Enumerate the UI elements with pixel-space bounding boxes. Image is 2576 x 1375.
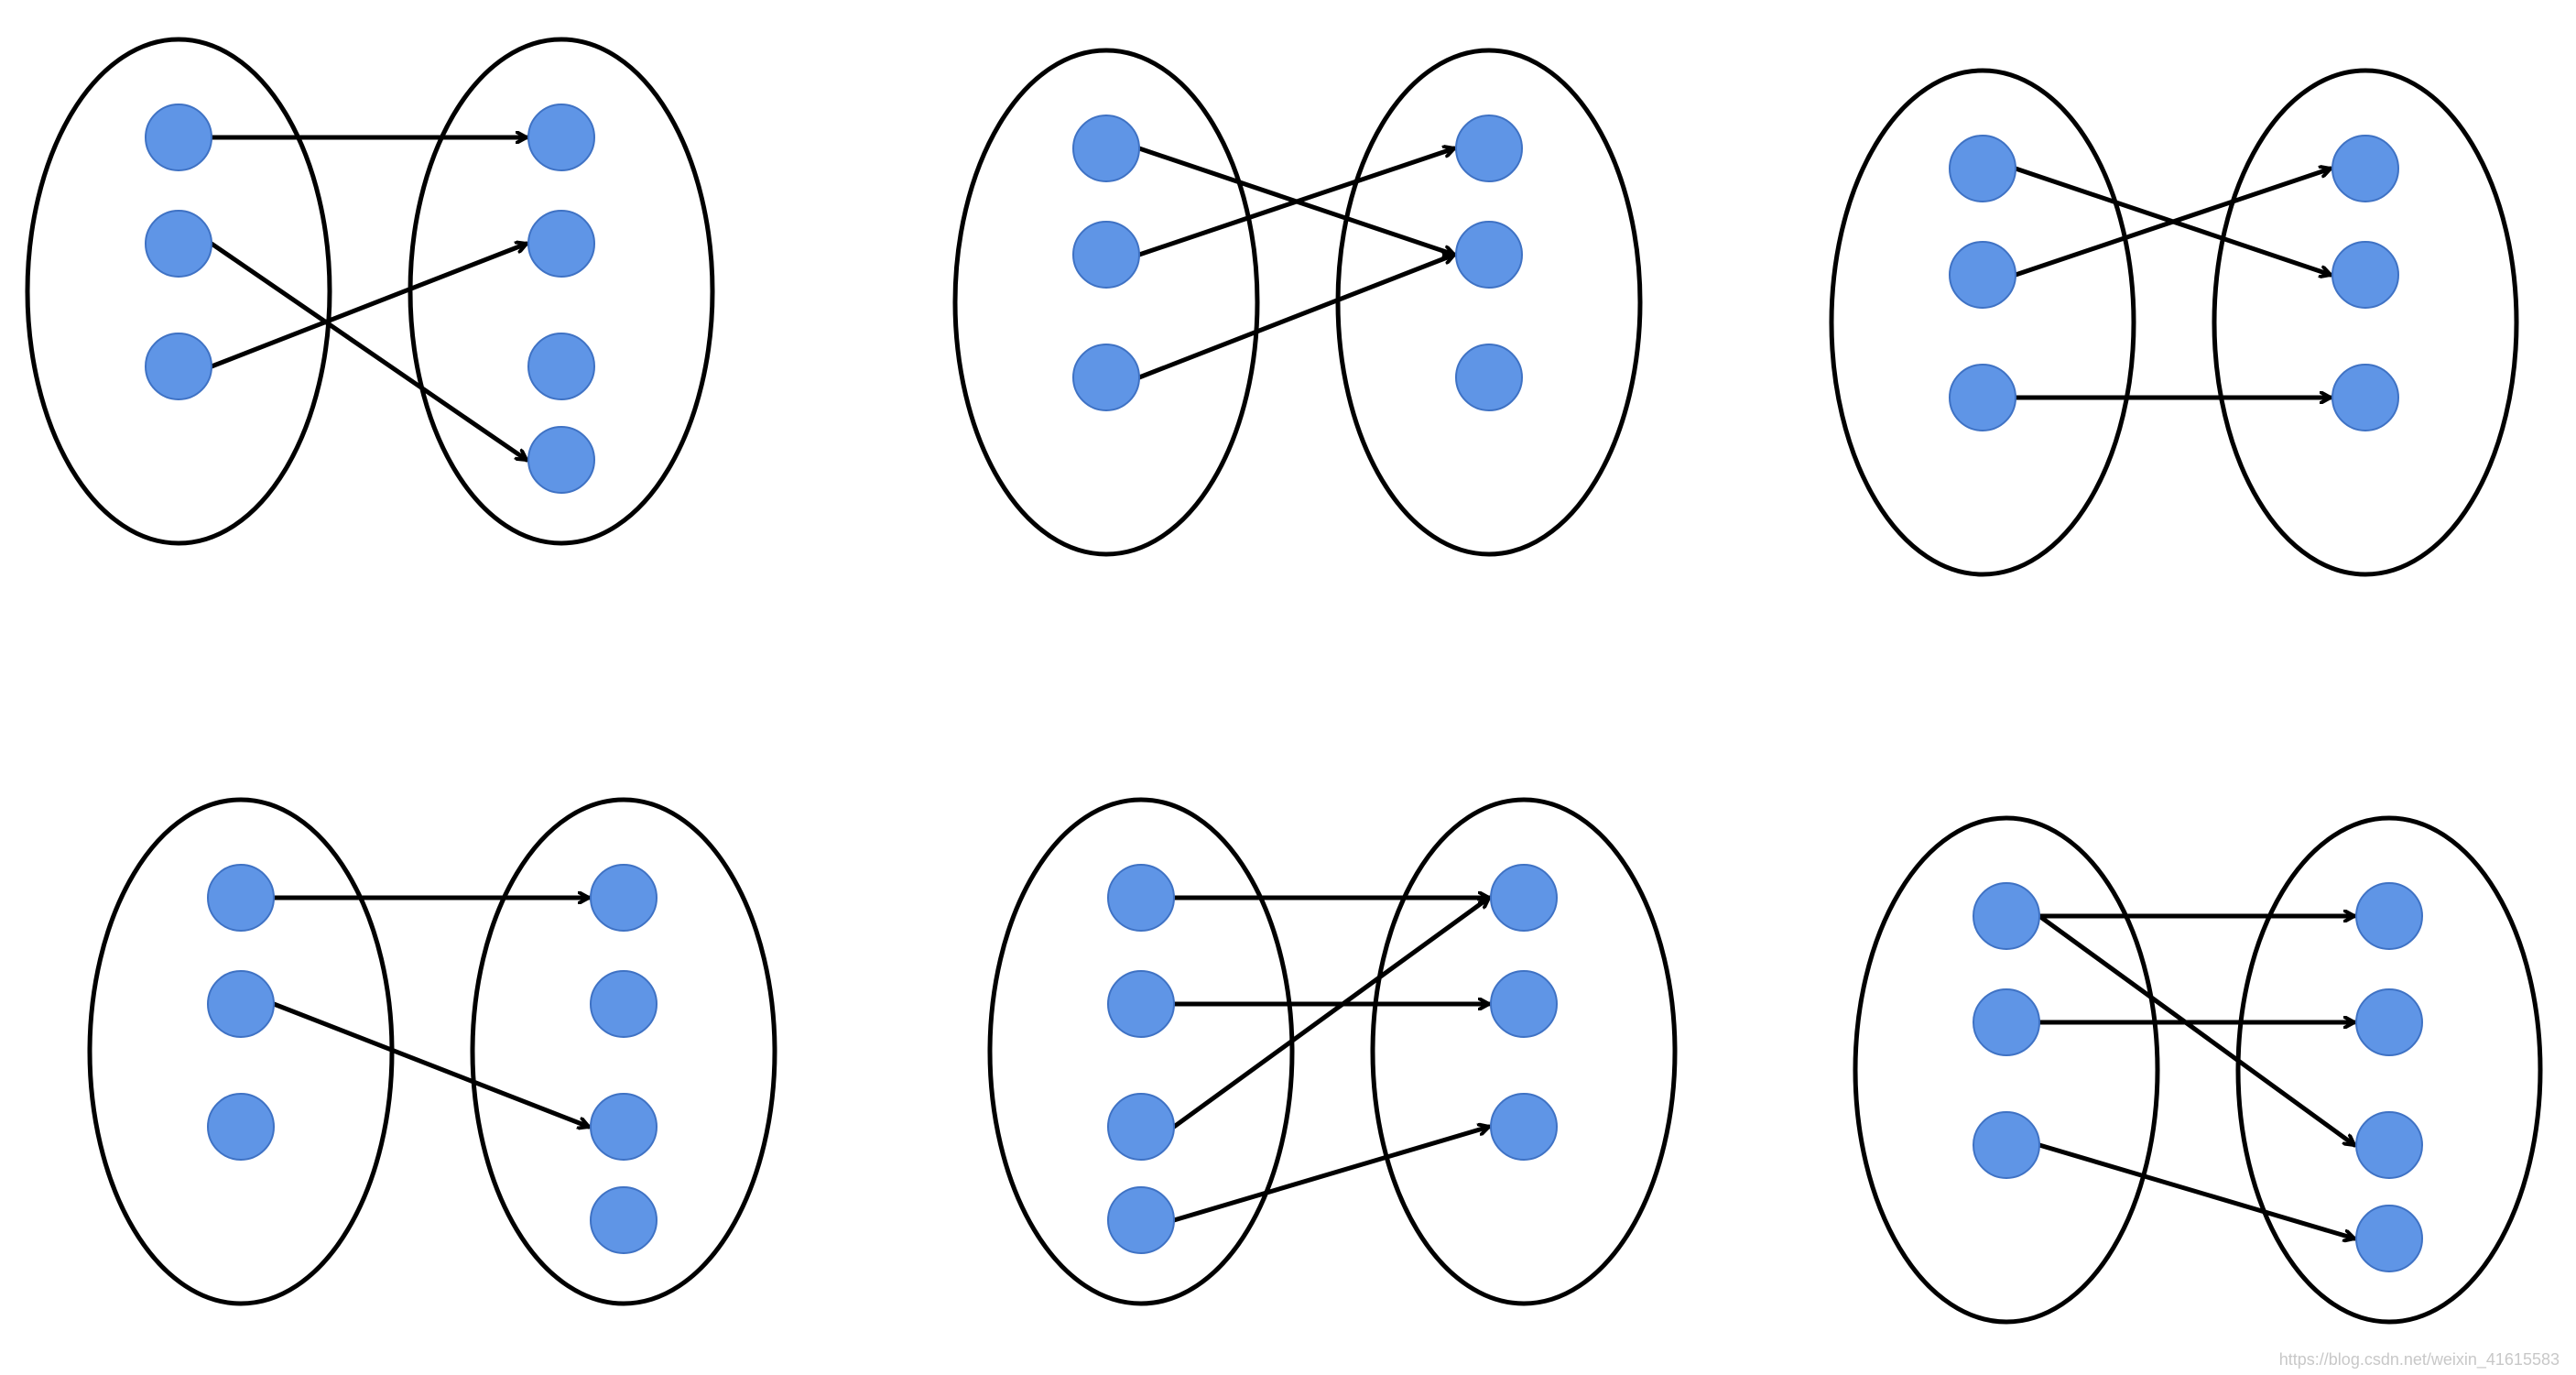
mapping-diagram-1 bbox=[25, 37, 715, 546]
codomain-ellipse bbox=[2235, 815, 2543, 1325]
mapping-diagram-3 bbox=[1829, 68, 2519, 577]
domain-ellipse bbox=[952, 48, 1260, 557]
domain-ellipse bbox=[987, 797, 1295, 1306]
codomain-node bbox=[2355, 988, 2423, 1056]
mapping-arrow bbox=[209, 244, 529, 369]
domain-node bbox=[1973, 988, 2040, 1056]
codomain-node bbox=[1490, 864, 1558, 932]
mapping-arrow bbox=[2037, 1142, 2357, 1239]
domain-node bbox=[1072, 115, 1140, 182]
domain-node bbox=[207, 970, 275, 1038]
mapping-arrow bbox=[271, 1001, 592, 1127]
domain-node bbox=[1072, 221, 1140, 289]
codomain-node bbox=[527, 210, 595, 278]
mapping-arrow bbox=[2037, 913, 2357, 1148]
domain-node bbox=[1949, 241, 2016, 309]
domain-node bbox=[1973, 882, 2040, 950]
watermark-text: https://blog.csdn.net/weixin_41615583 bbox=[2278, 1350, 2560, 1369]
domain-node bbox=[1107, 970, 1175, 1038]
codomain-node bbox=[590, 1093, 658, 1161]
codomain-node bbox=[1455, 221, 1523, 289]
mapping-arrow bbox=[2013, 169, 2333, 278]
domain-node bbox=[1107, 1093, 1175, 1161]
mapping-diagram-5 bbox=[987, 797, 1678, 1306]
domain-node bbox=[207, 864, 275, 932]
codomain-node bbox=[527, 104, 595, 171]
domain-ellipse bbox=[1853, 815, 2160, 1325]
codomain-node bbox=[2355, 882, 2423, 950]
codomain-node bbox=[1455, 115, 1523, 182]
codomain-node bbox=[2331, 364, 2399, 431]
codomain-node bbox=[1455, 344, 1523, 411]
codomain-node bbox=[2331, 135, 2399, 202]
domain-ellipse bbox=[25, 37, 332, 546]
mapping-arrow bbox=[1136, 255, 1457, 380]
codomain-ellipse bbox=[470, 797, 777, 1306]
domain-node bbox=[1949, 364, 2016, 431]
mapping-arrow bbox=[209, 241, 529, 463]
domain-node bbox=[145, 333, 212, 400]
codomain-node bbox=[590, 970, 658, 1038]
mapping-arrow bbox=[1171, 1127, 1492, 1223]
codomain-ellipse bbox=[2212, 68, 2519, 577]
mapping-diagram-4 bbox=[87, 797, 777, 1306]
domain-node bbox=[207, 1093, 275, 1161]
mapping-diagram-6 bbox=[1853, 815, 2543, 1325]
codomain-node bbox=[527, 426, 595, 494]
domain-node bbox=[1072, 344, 1140, 411]
codomain-node bbox=[1490, 1093, 1558, 1161]
domain-node bbox=[1973, 1111, 2040, 1179]
domain-node bbox=[145, 104, 212, 171]
domain-node bbox=[145, 210, 212, 278]
domain-node bbox=[1107, 864, 1175, 932]
codomain-node bbox=[2331, 241, 2399, 309]
codomain-node bbox=[1490, 970, 1558, 1038]
codomain-node bbox=[2355, 1205, 2423, 1272]
mapping-arrow bbox=[1171, 895, 1492, 1129]
domain-node bbox=[1949, 135, 2016, 202]
codomain-node bbox=[527, 333, 595, 400]
domain-ellipse bbox=[1829, 68, 2136, 577]
codomain-node bbox=[590, 1186, 658, 1254]
codomain-node bbox=[590, 864, 658, 932]
mapping-arrow bbox=[1136, 148, 1457, 257]
domain-node bbox=[1107, 1186, 1175, 1254]
mapping-diagram-2 bbox=[952, 48, 1643, 557]
codomain-node bbox=[2355, 1111, 2423, 1179]
codomain-ellipse bbox=[1370, 797, 1678, 1306]
